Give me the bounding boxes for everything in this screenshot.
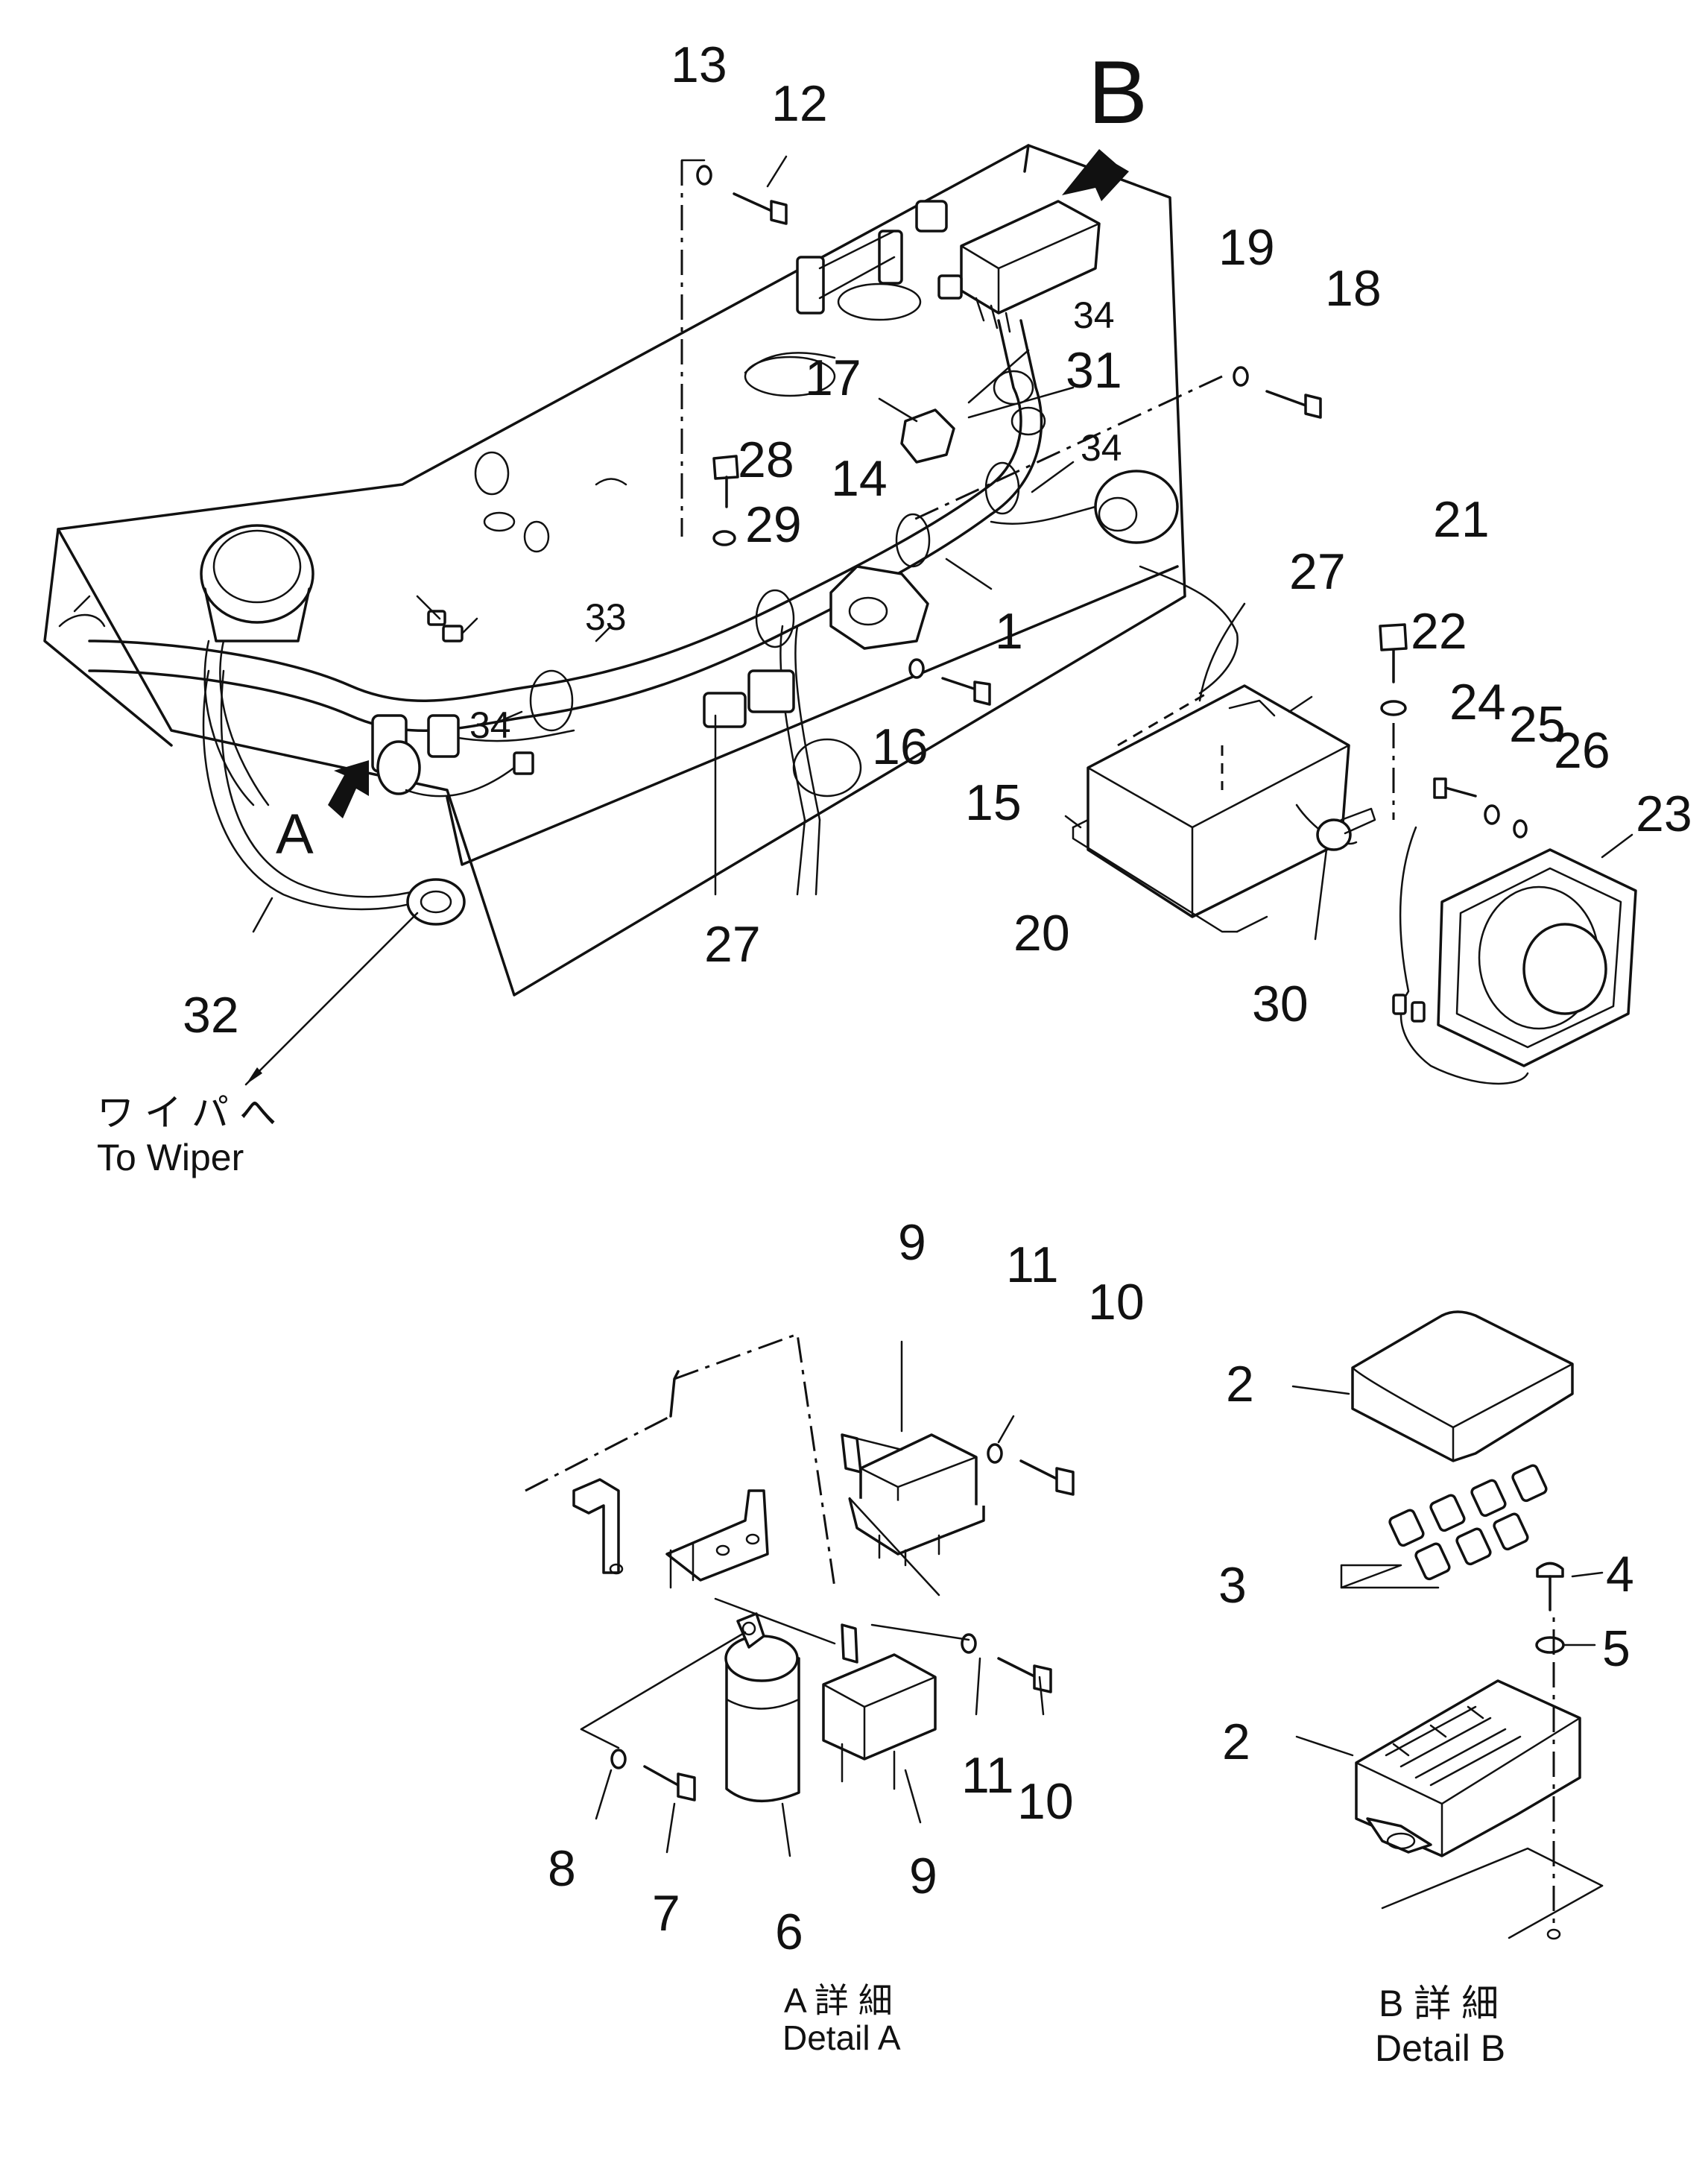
relays-left [371, 714, 575, 798]
label-7: 7 [652, 1885, 680, 1942]
label-8: 8 [548, 1840, 576, 1897]
label-14: 14 [831, 450, 888, 507]
label-20: 20 [1013, 905, 1070, 961]
label-27-center: 27 [704, 916, 761, 973]
label-33: 33 [585, 596, 627, 638]
label-21: 21 [1433, 491, 1490, 548]
label-9-top: 9 [898, 1214, 926, 1271]
detail-a-assembly [525, 1332, 1075, 1857]
box-bracket [1072, 807, 1376, 933]
label-30: 30 [1252, 976, 1309, 1032]
label-25: 25 [1509, 696, 1566, 753]
wiper-lead [244, 912, 419, 1086]
to-wiper-en: To Wiper [97, 1137, 244, 1178]
panel-top-connectors [796, 200, 963, 315]
captions: ワイパへ To Wiper A 詳 細 Detail A B 詳 細 Detai… [97, 1092, 1505, 2069]
label-31: 31 [1066, 342, 1122, 399]
label-27-right: 27 [1289, 543, 1346, 600]
label-9-bottom: 9 [909, 1848, 937, 1904]
label-5: 5 [1602, 1620, 1630, 1677]
label-29: 29 [745, 496, 802, 553]
label-view-a: A [276, 803, 314, 866]
label-10-bottom: 10 [1017, 1773, 1074, 1830]
detail-b-assembly [1291, 1310, 1604, 1940]
label-11-bottom: 11 [961, 1747, 1014, 1804]
detail-b-en: Detail B [1375, 2027, 1505, 2069]
harness-clamps [529, 370, 1046, 798]
label-34-mid: 34 [1081, 427, 1122, 469]
label-2-top: 2 [1226, 1356, 1254, 1412]
label-11-top: 11 [1006, 1237, 1059, 1293]
label-1: 1 [995, 603, 1023, 660]
label-6: 6 [775, 1904, 803, 1960]
label-18: 18 [1325, 260, 1382, 317]
label-19: 19 [1218, 219, 1275, 276]
dashboard-panel [43, 144, 1186, 997]
gauge-meter [200, 524, 314, 642]
label-13: 13 [671, 37, 727, 93]
relay-17 [900, 408, 955, 464]
label-3: 3 [1218, 1557, 1247, 1614]
speaker-23 [1392, 826, 1637, 1085]
switch-14 [829, 565, 929, 650]
label-34-left: 34 [469, 704, 511, 746]
label-17: 17 [805, 350, 861, 406]
label-16: 16 [872, 719, 929, 775]
label-32: 32 [183, 987, 239, 1043]
buzzer-1 [1094, 470, 1179, 544]
label-34-top: 34 [1073, 294, 1115, 336]
part-labels: 13 12 B 19 18 34 31 17 34 28 14 29 21 27… [183, 37, 1692, 1960]
detail-b-jp: B 詳 細 [1379, 1983, 1499, 2024]
label-23: 23 [1636, 786, 1692, 842]
label-view-b: B [1088, 42, 1148, 142]
label-10-top: 10 [1088, 1274, 1145, 1330]
amplifier-box-20 [1072, 602, 1358, 933]
label-26: 26 [1554, 722, 1610, 779]
view-a-arrow [328, 760, 369, 818]
label-24: 24 [1449, 674, 1506, 730]
grommet-32 [406, 878, 466, 926]
label-28: 28 [738, 432, 794, 488]
label-2-bottom: 2 [1222, 1714, 1250, 1770]
fuses-3 [1388, 1464, 1548, 1581]
to-wiper-jp: ワイパへ [97, 1092, 287, 1134]
view-b-arrow [1062, 149, 1129, 201]
leader-lines-main [252, 155, 1633, 941]
label-12: 12 [771, 75, 828, 132]
fasteners [696, 165, 1528, 839]
label-15: 15 [965, 774, 1022, 831]
detail-a-en: Detail A [782, 2018, 901, 2057]
detail-a-jp: A 詳 細 [784, 1981, 893, 2020]
label-22: 22 [1411, 603, 1467, 660]
label-4: 4 [1606, 1546, 1634, 1602]
